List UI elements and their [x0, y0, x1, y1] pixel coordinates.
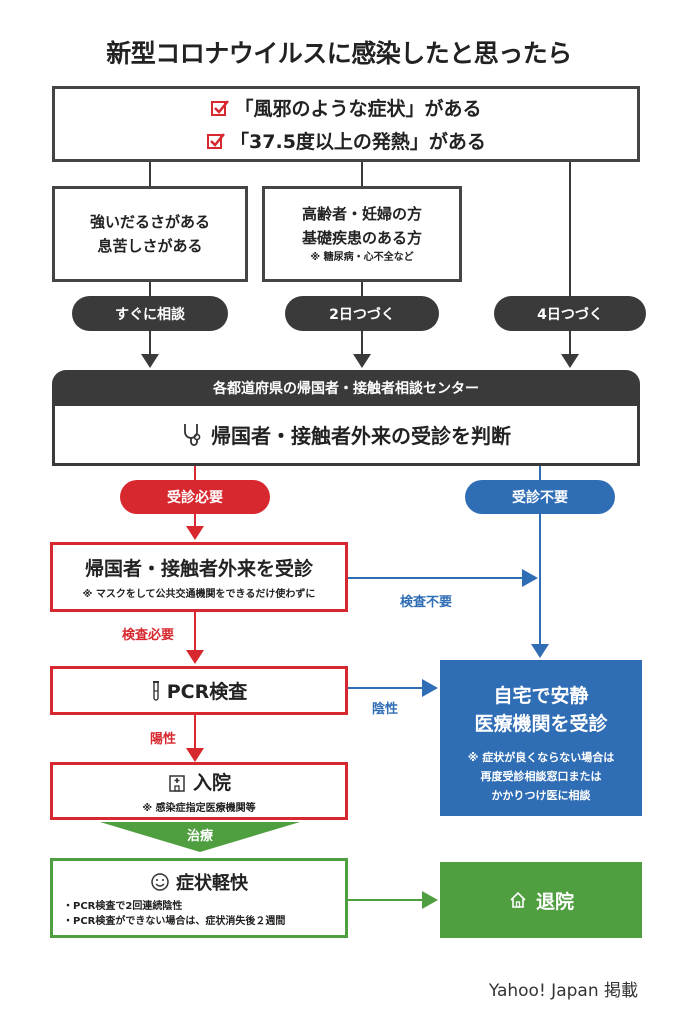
checkbox-checked-icon — [211, 99, 230, 116]
discharge-text: 退院 — [535, 890, 574, 913]
pill-two-days: 2日つづく — [285, 296, 439, 331]
branch-risk-line-2: 基礎疾患のある方 — [301, 229, 422, 247]
hospitalization-box: 入院 ※ 感染症指定医療機関等 — [50, 762, 348, 820]
pill-visit-required: 受診必要 — [120, 480, 270, 514]
pill-visit-not-required: 受診不要 — [465, 480, 615, 514]
source-credit: Yahoo! Japan 掲載 — [488, 981, 638, 1001]
recovery-note-2: ・PCR検査ができない場合は、症状消失後２週間 — [63, 916, 286, 927]
home-rest-note-2: 再度受診相談窓口または — [480, 770, 602, 783]
consultation-center-text: 帰国者・接触者外来の受診を判断 — [211, 424, 511, 448]
symptom-text-1: 「風邪のような症状」がある — [234, 98, 482, 120]
branch-risk-line-1: 高齢者・妊婦の方 — [301, 205, 422, 223]
stethoscope-icon — [184, 423, 201, 446]
recovery-note-1: ・PCR検査で2回連続陰性 — [63, 901, 183, 912]
branch-severe-line-1: 強いだるさがある — [89, 213, 210, 231]
recovery-box: 症状軽快 ・PCR検査で2回連続陰性 ・PCR検査ができない場合は、症状消失後２… — [50, 858, 348, 938]
branch-severe-box: 強いだるさがある 息苦しさがある — [52, 186, 248, 282]
pill-four-days: 4日つづく — [494, 296, 646, 331]
outpatient-title: 帰国者・接触者外来を受診 — [84, 558, 313, 580]
checkbox-checked-icon — [207, 132, 226, 149]
outpatient-box: 帰国者・接触者外来を受診 ※ マスクをして公共交通機関をできるだけ使わずに — [50, 542, 348, 612]
home-rest-line-2: 医療機関を受診 — [474, 713, 608, 735]
label-test-required: 検査必要 — [122, 628, 175, 643]
consultation-center-body: 帰国者・接触者外来の受診を判断 — [52, 406, 640, 466]
branch-severe-line-2: 息苦しさがある — [97, 237, 203, 255]
symptom-row-1: 「風邪のような症状」がある — [55, 94, 637, 121]
test-tube-icon — [152, 680, 159, 701]
home-rest-line-1: 自宅で安静 — [493, 685, 589, 707]
treatment-label: 治療 — [186, 829, 213, 844]
label-positive: 陽性 — [150, 732, 177, 747]
home-rest-note-1: ※ 症状が良くならない場合は — [467, 751, 615, 764]
recovery-title: 症状軽快 — [176, 873, 248, 894]
label-test-not-required: 検査不要 — [400, 595, 453, 610]
symptom-row-2: 「37.5度以上の発熱」がある — [55, 127, 637, 154]
house-icon — [510, 891, 526, 908]
smiley-face-icon — [151, 873, 169, 891]
symptom-box: 「風邪のような症状」がある 「37.5度以上の発熱」がある — [52, 86, 640, 162]
pill-consult-now: すぐに相談 — [72, 296, 228, 331]
home-rest-note-3: かかりつけ医に相談 — [491, 789, 591, 802]
label-negative: 陰性 — [372, 702, 399, 717]
outpatient-note: ※ マスクをして公共交通機関をできるだけ使わずに — [82, 589, 316, 600]
discharge-box: 退院 — [440, 862, 642, 938]
consultation-center-header: 各都道府県の帰国者・接触者相談センター — [52, 370, 640, 406]
branch-risk-box: 高齢者・妊婦の方 基礎疾患のある方 ※ 糖尿病・心不全など — [262, 186, 462, 282]
symptom-text-2: 「37.5度以上の発熱」がある — [230, 131, 486, 153]
branch-risk-note: ※ 糖尿病・心不全など — [310, 252, 414, 263]
pcr-test-box: PCR検査 — [50, 666, 348, 715]
pcr-test-title: PCR検査 — [166, 681, 248, 703]
home-rest-box: 自宅で安静 医療機関を受診 ※ 症状が良くならない場合は 再度受診相談窓口または… — [440, 660, 642, 816]
hospital-icon — [169, 774, 185, 792]
hospitalization-title: 入院 — [192, 772, 231, 794]
page-title: 新型コロナウイルスに感染したと思ったら — [106, 39, 572, 68]
hospitalization-note: ※ 感染症指定医療機関等 — [142, 803, 256, 814]
